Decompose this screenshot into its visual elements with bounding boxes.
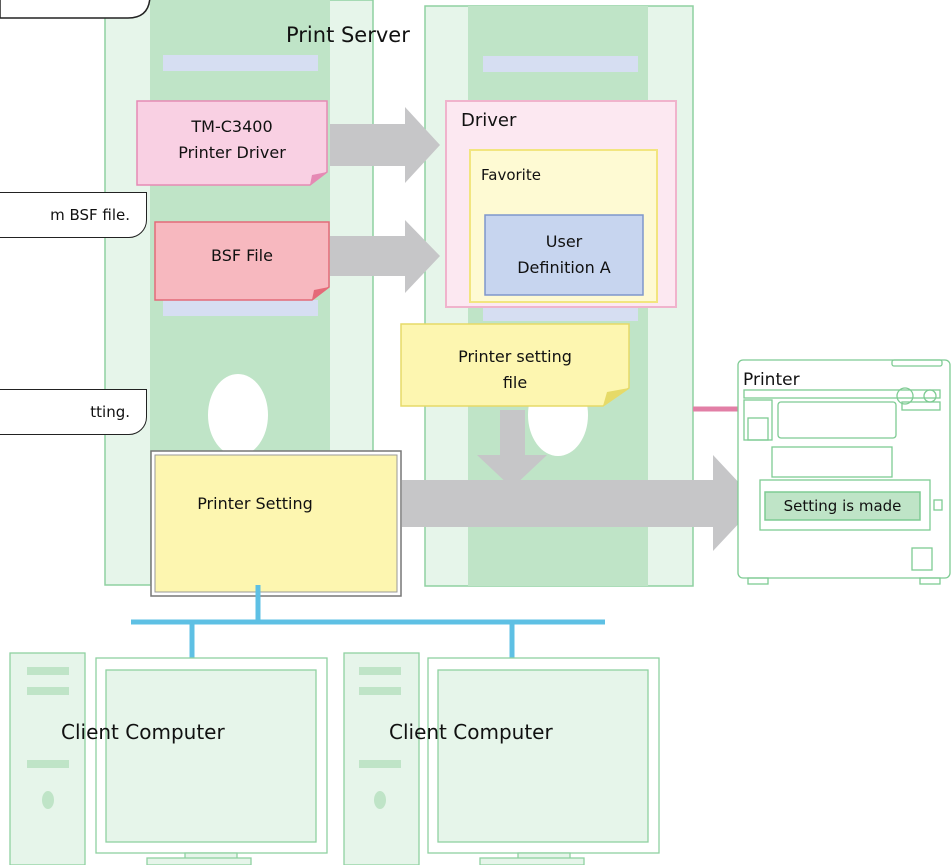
callout-setting-text: tting. <box>90 403 130 421</box>
printer-driver-note <box>136 100 328 186</box>
printer-device <box>737 359 951 585</box>
user-definition-line1: User <box>545 232 583 251</box>
print-server-label: Print Server <box>286 23 410 47</box>
printer-setting-label: Printer Setting <box>197 493 313 513</box>
client-computer-2-label: Client Computer <box>389 720 553 744</box>
callout-setting: tting. <box>0 389 147 435</box>
printer-setting-file-line1: Printer setting <box>458 347 572 366</box>
user-definition-line2: Definition A <box>517 258 611 277</box>
user-definition-label: User Definition A <box>485 220 643 290</box>
setting-made-label: Setting is made <box>783 497 902 515</box>
printer-setting-file-label: Printer setting file <box>401 342 629 398</box>
setting-made-box <box>764 491 921 521</box>
printer-setting-window <box>150 450 402 597</box>
printer-driver-note-label: TM-C3400 Printer Driver <box>137 104 327 176</box>
client-computer-1-label: Client Computer <box>61 720 225 744</box>
network-lines <box>131 585 605 660</box>
printer-driver-line2: Printer Driver <box>178 143 286 162</box>
flow-arrows <box>330 107 758 551</box>
arrow-bsf-to-favorite <box>330 220 440 293</box>
bsf-file-label: BSF File <box>211 245 273 265</box>
bsf-file-note <box>154 221 330 301</box>
printer-setting-file-line2: file <box>502 373 528 392</box>
arrow-file-down <box>477 410 547 488</box>
callout-top-shape <box>0 0 151 19</box>
callout-bsf-text: m BSF file. <box>50 206 130 224</box>
user-definition-box <box>484 214 644 296</box>
printer-driver-line1: TM-C3400 <box>191 117 273 136</box>
callout-bsf: m BSF file. <box>0 192 147 238</box>
driver-box-label: Driver <box>461 110 517 131</box>
printer-setting-file-note <box>400 323 630 407</box>
arrow-setting-to-printer <box>402 455 758 551</box>
printer-label: Printer <box>743 370 800 390</box>
client-computer-2 <box>343 652 660 865</box>
arrow-driver-to-driverbox <box>330 107 440 183</box>
client-computer-1 <box>9 652 328 865</box>
favorite-box-label: Favorite <box>481 166 541 184</box>
